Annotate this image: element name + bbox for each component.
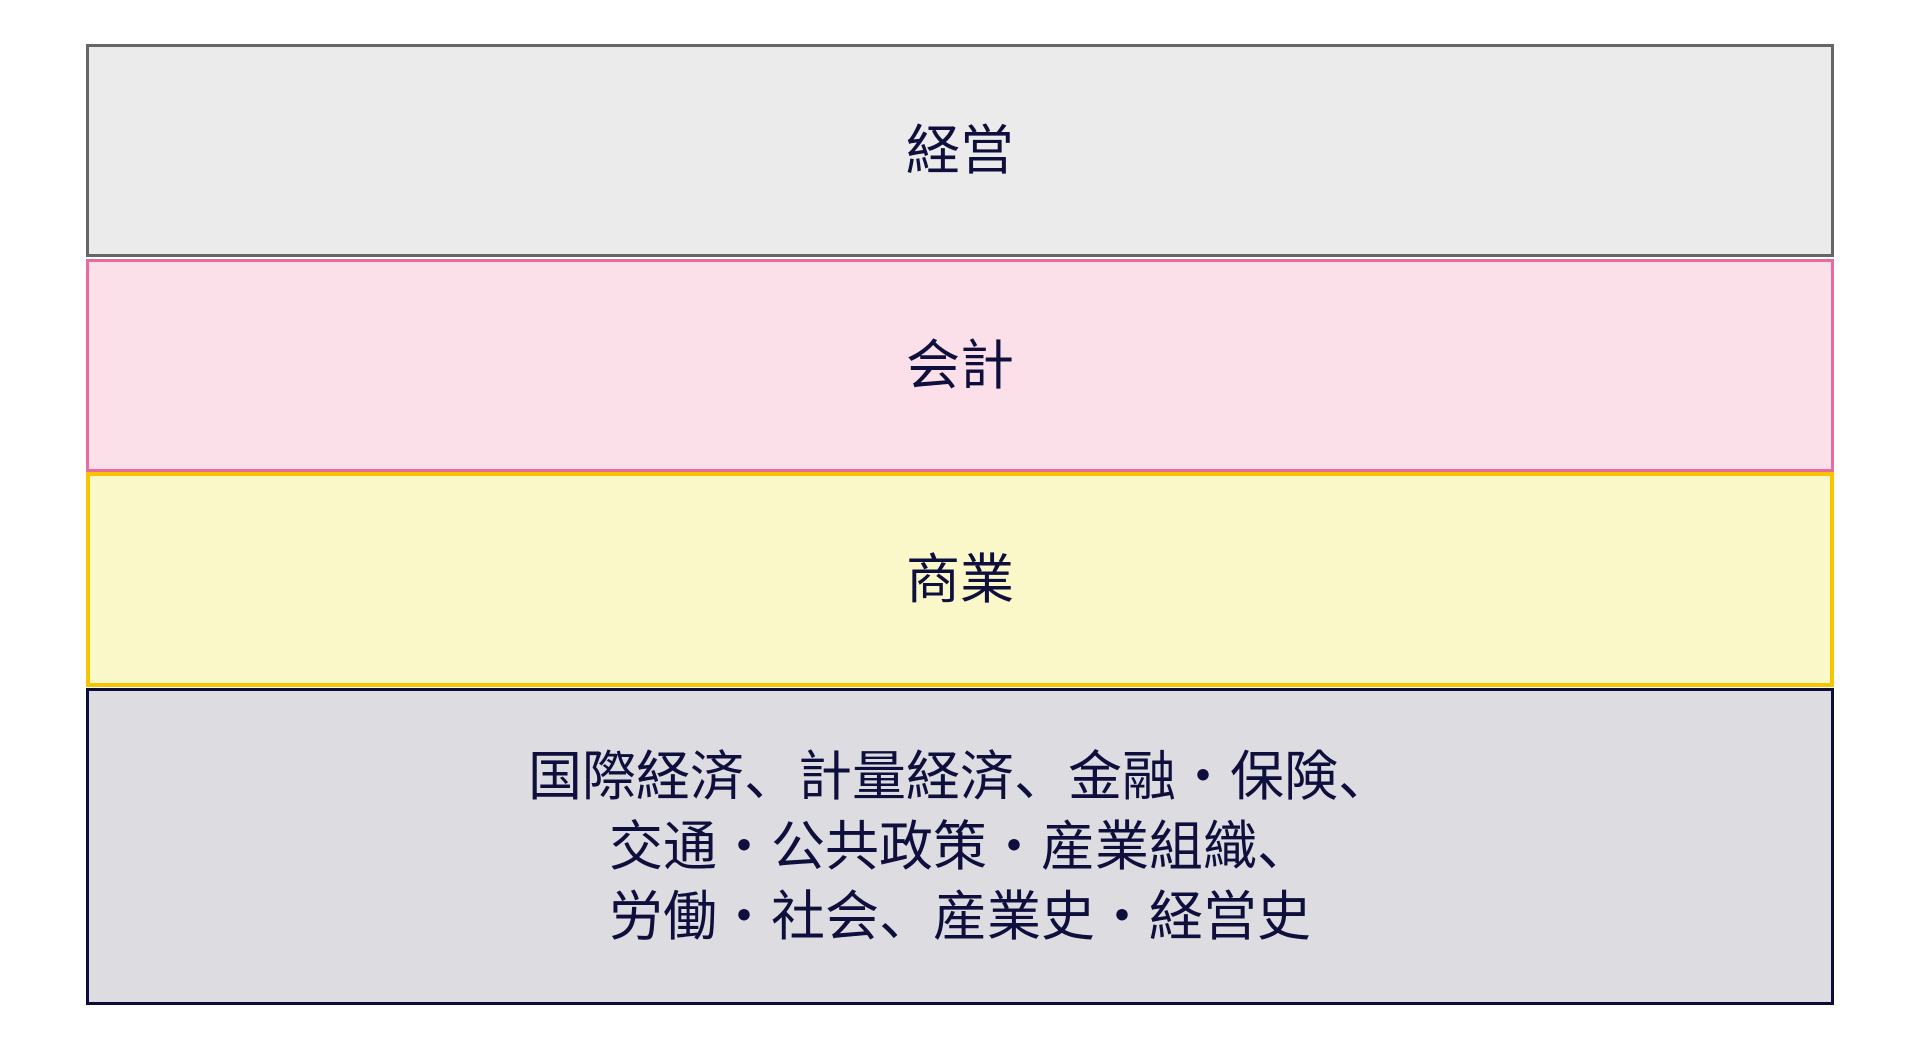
layer-management: 経営	[86, 44, 1834, 257]
layer-accounting: 会計	[86, 259, 1834, 472]
layer-label-accounting: 会計	[906, 333, 1014, 397]
layer-label-commerce: 商業	[906, 547, 1014, 611]
layer-label-economics-fields: 国際経済、計量経済、金融・保険、 交通・公共政策・産業組織、 労働・社会、産業史…	[528, 744, 1392, 948]
layer-label-management: 経営	[906, 118, 1014, 182]
layer-commerce: 商業	[86, 472, 1834, 687]
layer-economics-fields: 国際経済、計量経済、金融・保険、 交通・公共政策・産業組織、 労働・社会、産業史…	[86, 688, 1834, 1005]
